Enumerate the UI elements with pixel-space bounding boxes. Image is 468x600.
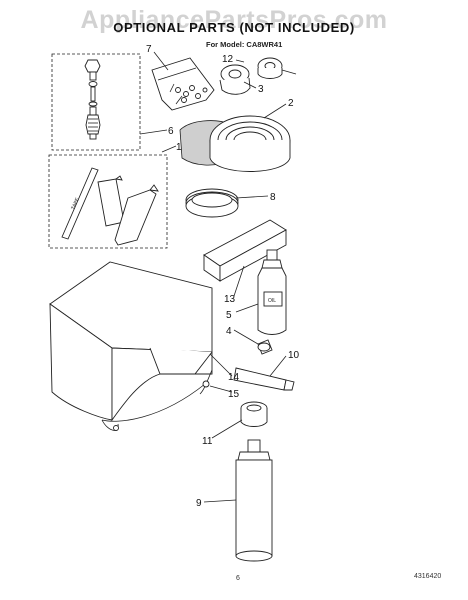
page-title: OPTIONAL PARTS (NOT INCLUDED) [113,20,355,35]
foam-block [203,219,287,282]
spray-can [235,439,273,562]
callout-15: 15 [228,389,240,400]
leader-lines [139,51,287,503]
hardware-bag [151,57,215,111]
caulk-tubes: TAPE [61,167,159,246]
dashed-box-fitting [51,53,141,151]
callout-1: 1 [176,142,182,153]
callout-10: 10 [288,350,300,361]
callout-2: 2 [288,98,294,109]
callout-13: 13 [224,294,236,305]
page-number: 6 [236,575,240,582]
oil-label: OIL [268,298,276,304]
tape-rolls-small [219,57,297,95]
lubricant-tube [233,367,295,391]
callout-5: 5 [226,310,232,321]
oil-bottle: OIL [257,249,287,335]
foam-tape-roll [179,115,291,172]
svg-text:TAPE: TAPE [70,196,81,211]
callout-14: 14 [228,372,240,383]
callout-8: 8 [270,192,276,203]
ring-collar [240,401,268,427]
callout-7: 7 [146,44,152,55]
watermark: AppliancePartsPros.com [80,6,388,34]
callout-4: 4 [226,326,232,337]
callout-numbers: 7 12 3 2 6 1 8 13 5 4 10 14 15 11 9 [146,44,300,509]
callout-3: 3 [258,84,264,95]
wire-coil [185,188,239,218]
callout-12: 12 [222,54,234,65]
callout-6: 6 [168,126,174,137]
fitting-assembly [84,59,101,140]
dashed-box-tubes [48,154,168,249]
callout-11: 11 [202,436,213,447]
document-code: 4316420 [414,573,442,580]
model-line: For Model: CA8WR41 [206,40,283,49]
unit-cover [49,261,213,431]
callout-9: 9 [196,498,202,509]
small-cap [257,339,273,355]
